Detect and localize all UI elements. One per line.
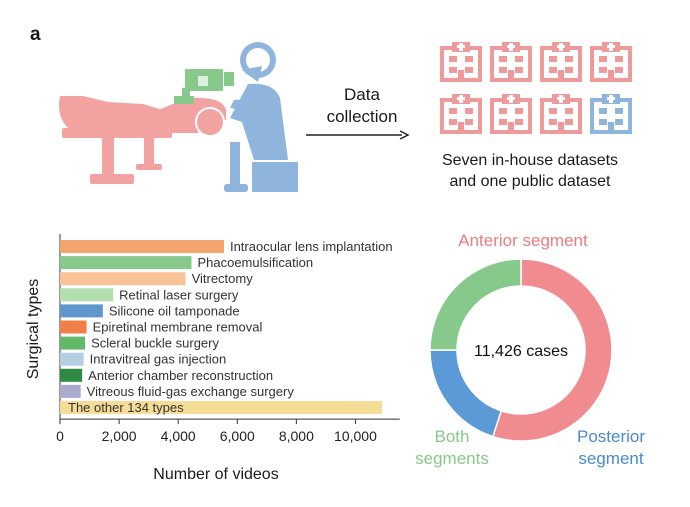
data-collection-label: Data collection: [302, 84, 422, 128]
donut-center-label: 11,426 cases: [474, 343, 568, 360]
hospital-icon: [540, 94, 582, 134]
operating-table-icon: [59, 96, 226, 184]
bar: [60, 288, 114, 302]
data-collection-line-2: collection: [326, 107, 398, 126]
bar: [60, 336, 86, 350]
donut-slice: [491, 258, 613, 442]
datasets-summary-line-2: and one public dataset: [449, 173, 611, 190]
hospital-icon: [440, 94, 482, 134]
donut-slice: [429, 258, 522, 351]
hospital-icon: [490, 94, 532, 134]
bar-label: Vitreous fluid-gas exchange surgery: [87, 384, 295, 399]
bar-label: Intraocular lens implantation: [230, 239, 393, 254]
bar: [60, 352, 84, 366]
anterior-segment-label: Anterior segment: [458, 231, 588, 250]
bar: [60, 304, 103, 318]
bar-label: Anterior chamber reconstruction: [88, 368, 273, 383]
x-tick-label: 2,000: [102, 428, 137, 444]
bar: [60, 320, 87, 334]
dataset-icons: [440, 42, 632, 134]
bar-label: Vitrectomy: [192, 271, 254, 286]
x-tick-label: 6,000: [220, 428, 255, 444]
panel-label: a: [30, 24, 41, 45]
bar-label: Silicone oil tamponade: [109, 303, 240, 318]
bar: [60, 272, 186, 286]
surgical-types-bar-chart: Intraocular lens implantationPhacoemulsi…: [56, 234, 400, 444]
segment-donut-chart: 11,426 cases: [429, 258, 613, 442]
bar: [60, 240, 224, 253]
bar: [60, 256, 192, 270]
bar: [60, 384, 81, 398]
hospital-icon: [590, 94, 632, 134]
bar-label: Retinal laser surgery: [119, 287, 239, 302]
y-axis-title: Surgical types: [25, 278, 42, 380]
hospital-icon: [440, 42, 482, 82]
bar-label: Phacoemulsification: [197, 255, 313, 270]
surgery-illustration: [59, 42, 298, 192]
x-tick-label: 0: [56, 428, 64, 444]
microscope-icon: [174, 67, 234, 104]
bar: [60, 401, 383, 414]
datasets-summary-line-1: Seven in-house datasets: [441, 152, 619, 169]
x-tick-label: 4,000: [161, 428, 196, 444]
surgeon-icon: [195, 42, 298, 192]
bar: [60, 368, 83, 382]
datasets-summary: Seven in-house datasets and one public d…: [410, 150, 650, 192]
hospital-icon: [540, 42, 582, 82]
x-axis-title: Number of videos: [153, 466, 279, 483]
right-arrow-icon: [306, 130, 410, 140]
bar-label: Epiretinal membrane removal: [93, 320, 263, 335]
bar-label: Scleral buckle surgery: [91, 336, 219, 351]
data-collection-line-1: Data: [344, 85, 380, 104]
donut-slice: [429, 349, 503, 438]
hospital-icon: [590, 42, 632, 82]
hospital-icon: [490, 42, 532, 82]
bar-label: The other 134 types: [68, 400, 184, 415]
bar-label: Intravitreal gas injection: [90, 352, 227, 367]
x-tick-label: 8,000: [279, 428, 314, 444]
x-tick-label: 10,000: [334, 428, 377, 444]
